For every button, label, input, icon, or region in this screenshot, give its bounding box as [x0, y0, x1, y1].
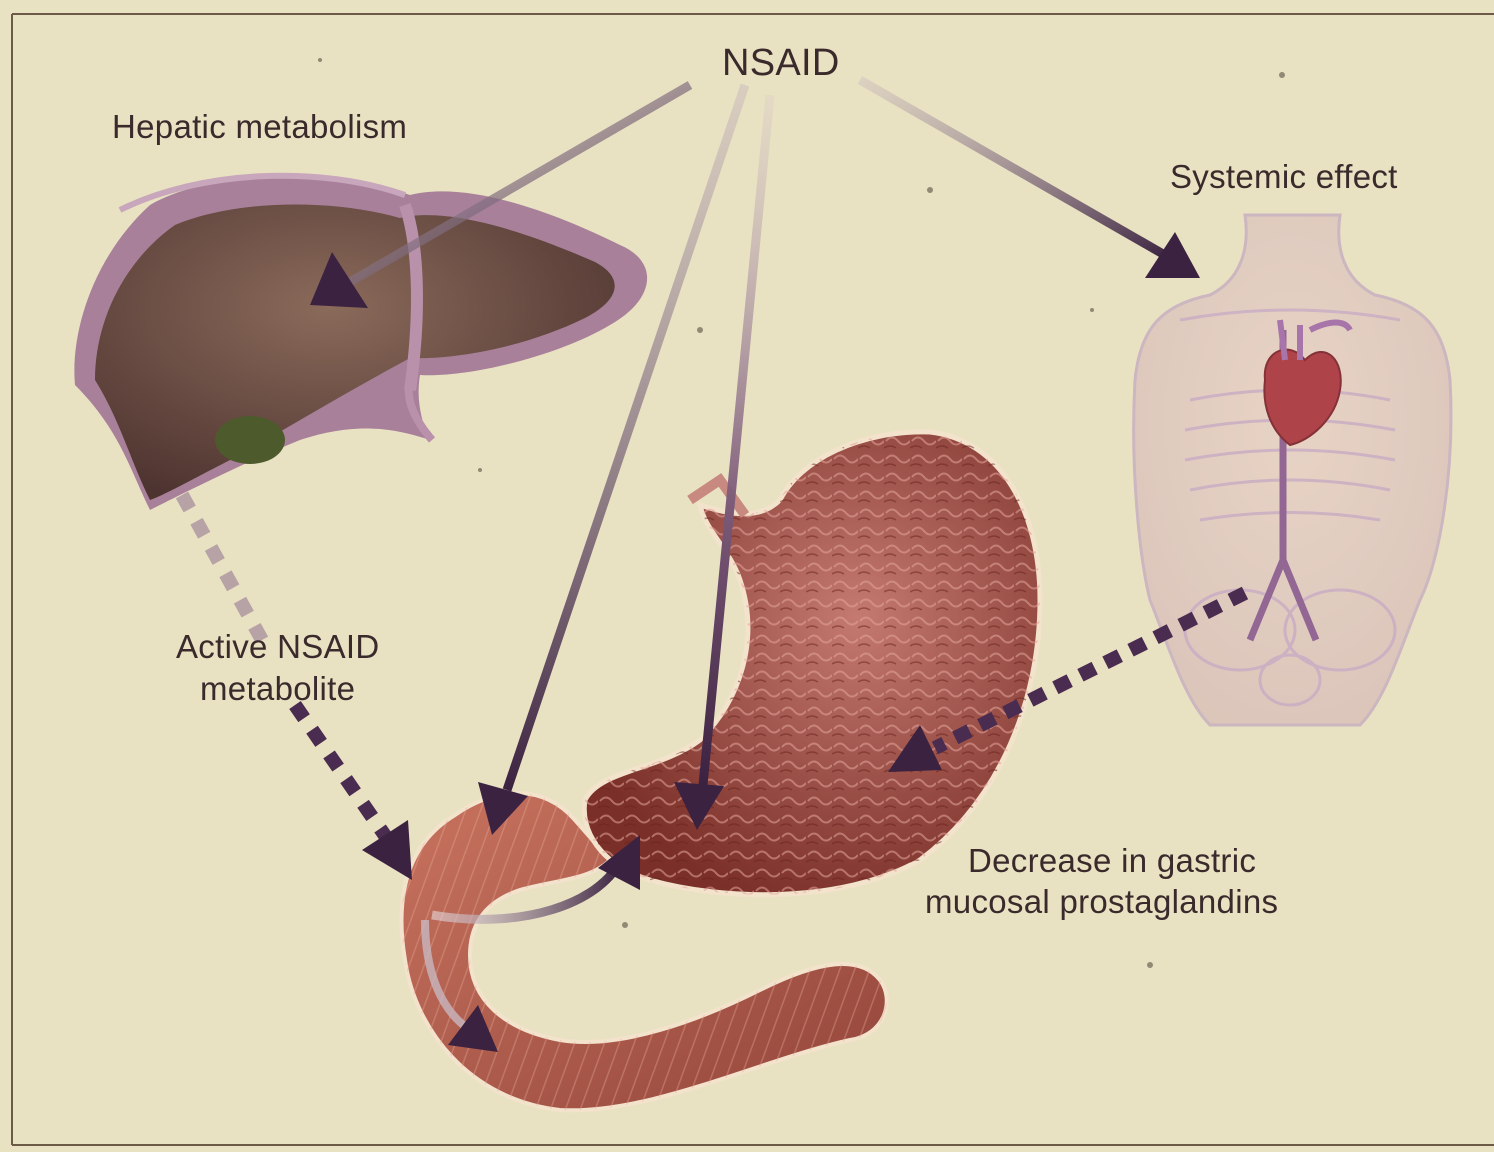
hepatic-metabolism-label: Hepatic metabolism	[112, 108, 407, 146]
nsaid-label: NSAID	[722, 42, 840, 85]
active-metabolite-label-line2: metabolite	[200, 670, 355, 708]
systemic-effect-label: Systemic effect	[1170, 158, 1398, 196]
decrease-prostaglandins-label-line1: Decrease in gastric	[968, 842, 1256, 880]
active-metabolite-label-line1: Active NSAID	[176, 628, 380, 666]
decrease-prostaglandins-label-line2: mucosal prostaglandins	[925, 883, 1278, 921]
